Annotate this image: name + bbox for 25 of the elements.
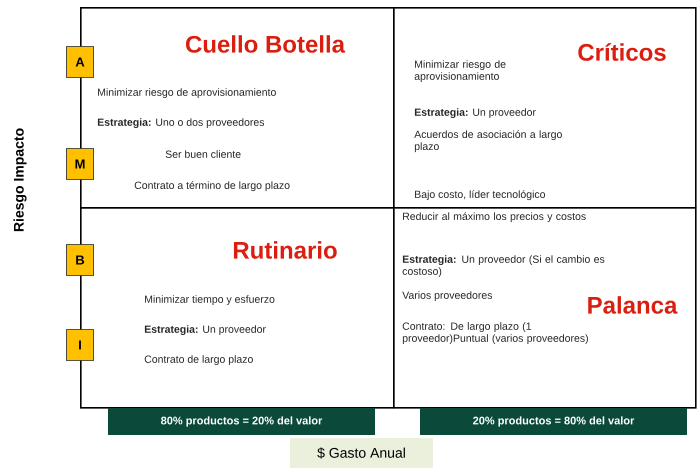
quadrant-title: Rutinario: [234, 241, 337, 259]
quadrant-title: Palanca: [588, 296, 678, 314]
strategy-text: Contrato de largo plazo: [144, 355, 253, 365]
value-band: 80% productos = 20% del valor: [108, 408, 375, 435]
strategy-text: Estrategia: Uno o dos proveedores: [98, 118, 264, 128]
strategy-text: Minimizar tiempo y esfuerzo: [145, 295, 274, 305]
strategy-text: Contrato: De largo plazo (1 proveedor)Puntual (varios proveedores): [402, 322, 588, 344]
strategy-text: Reducir al máximo los precios y costos: [403, 212, 586, 222]
strategy-text: Estrategia: Un proveedor: [414, 108, 536, 118]
axis-title: Riesgo Impacto: [13, 128, 27, 232]
strategy-text: Varios proveedores: [402, 291, 492, 301]
strategy-text: Minimizar riesgo de aprovisionamiento: [98, 88, 276, 98]
strategy-text: Acuerdos de asociación a largo plazo: [414, 130, 562, 152]
axis-title: $ Gasto Anual: [290, 438, 433, 468]
strategy-text: Bajo costo, líder tecnológico: [415, 190, 546, 200]
quadrant-box: [393, 7, 697, 209]
strategy-text: Minimizar riesgo de aprovisionamiento: [414, 60, 506, 82]
strategy-text: Contrato a término de largo plazo: [134, 181, 290, 192]
strategy-text: Ser buen cliente: [166, 150, 241, 158]
strategy-text: Estrategia: Un proveedor: [144, 325, 266, 336]
quadrant-title: Críticos: [578, 43, 666, 61]
quadrant-title: Cuello Botella: [186, 35, 346, 53]
value-band: 20% productos = 80% del valor: [420, 408, 687, 435]
strategy-text: Estrategia: Un proveedor (Si el cambio es costoso): [402, 255, 604, 277]
quadrant-box: [393, 206, 697, 409]
